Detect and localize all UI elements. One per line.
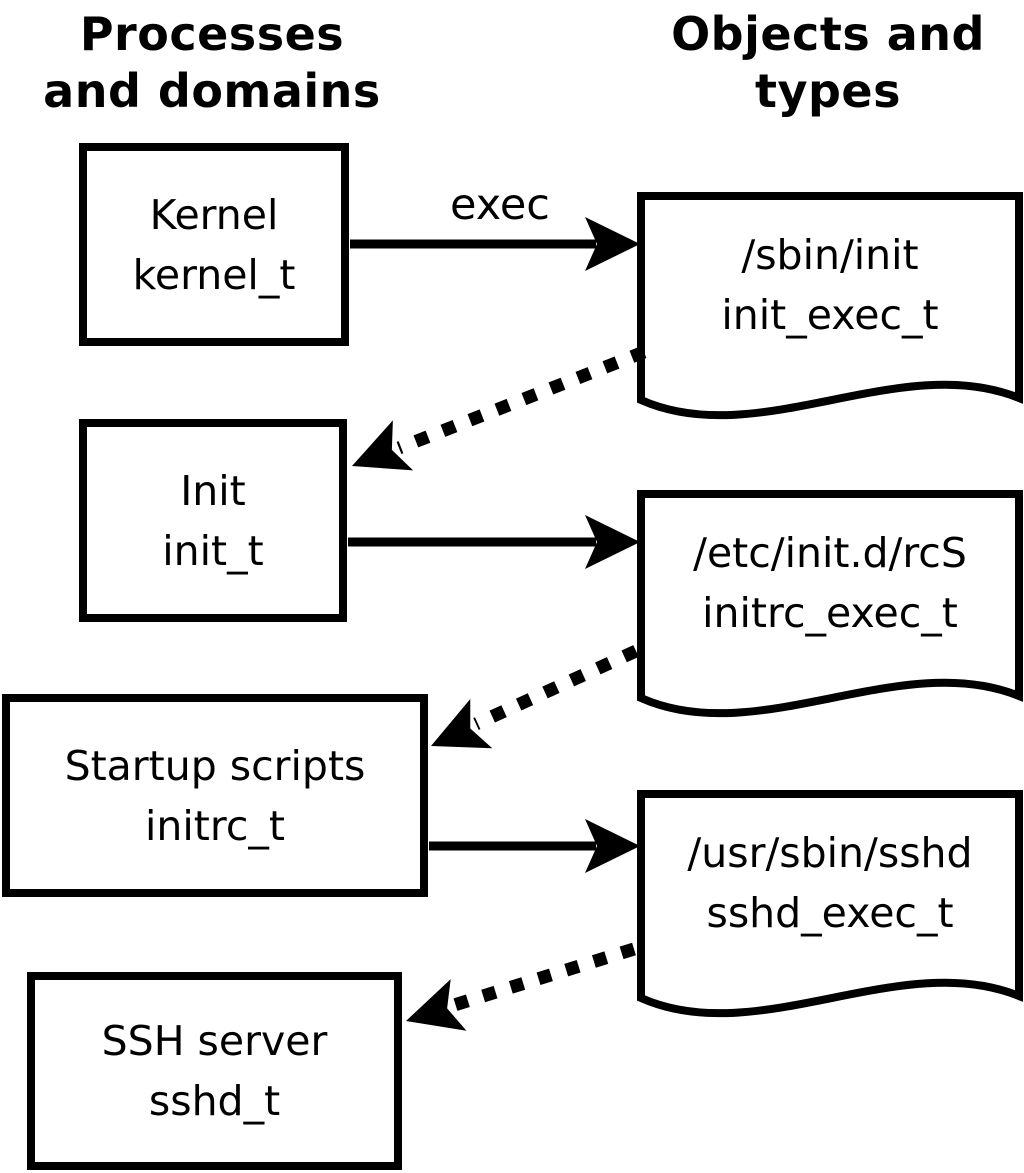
transition-arrow-init-exec-to-init-t <box>352 345 647 471</box>
process-domain: initrc_t <box>145 801 285 850</box>
arrowhead-icon <box>406 979 467 1031</box>
object-type: initrc_exec_t <box>702 589 958 637</box>
process-box-kernel: Kernel kernel_t <box>79 143 349 346</box>
process-box-startup-scripts: Startup scripts initrc_t <box>2 694 428 897</box>
object-type: sshd_exec_t <box>706 889 954 937</box>
exec-arrow-label: exec <box>450 180 550 230</box>
document-shape-sbin-init <box>637 192 1023 420</box>
process-domain: sshd_t <box>148 1077 281 1125</box>
arrowhead-icon <box>585 217 640 271</box>
arrowhead-icon <box>352 420 414 471</box>
exec-arrow-kernel-to-sbin-init <box>350 217 640 271</box>
transition-arrow-sshd-exec-to-sshd-t <box>406 942 636 1031</box>
exec-arrow-init-to-etc-initd-rcs <box>348 515 640 569</box>
document-shape-usr-sbin-sshd <box>637 790 1023 1018</box>
process-name: Init <box>180 466 246 515</box>
process-box-init: Init init_t <box>79 419 347 622</box>
process-name: Startup scripts <box>64 741 366 790</box>
process-domain: init_t <box>162 526 264 575</box>
transition-arrow-initrc-exec-to-initrc-t <box>431 645 639 749</box>
process-name: Kernel <box>149 190 279 239</box>
object-path: /etc/init.d/rcS <box>693 529 967 577</box>
object-doc-usr-sbin-sshd: /usr/sbin/sshd sshd_exec_t <box>641 794 1019 972</box>
object-path: /usr/sbin/sshd <box>687 829 973 877</box>
arrowhead-icon <box>585 515 640 569</box>
arrowhead-icon <box>585 819 640 873</box>
right-column-heading: Objects and types <box>671 7 985 118</box>
arrowhead-icon <box>431 698 493 749</box>
left-column-heading: Processes and domains <box>43 7 381 118</box>
process-domain: kernel_t <box>132 250 296 299</box>
object-doc-etc-initd-rcs: /etc/init.d/rcS initrc_exec_t <box>641 494 1019 672</box>
process-box-ssh-server: SSH server sshd_t <box>27 972 402 1170</box>
object-type: init_exec_t <box>721 291 939 339</box>
exec-arrow-initrc-to-usr-sbin-sshd <box>429 819 640 873</box>
document-shape-etc-initd-rcs <box>637 490 1023 718</box>
object-doc-sbin-init: /sbin/init init_exec_t <box>641 196 1019 374</box>
object-path: /sbin/init <box>741 231 919 279</box>
process-name: SSH server <box>101 1017 328 1065</box>
